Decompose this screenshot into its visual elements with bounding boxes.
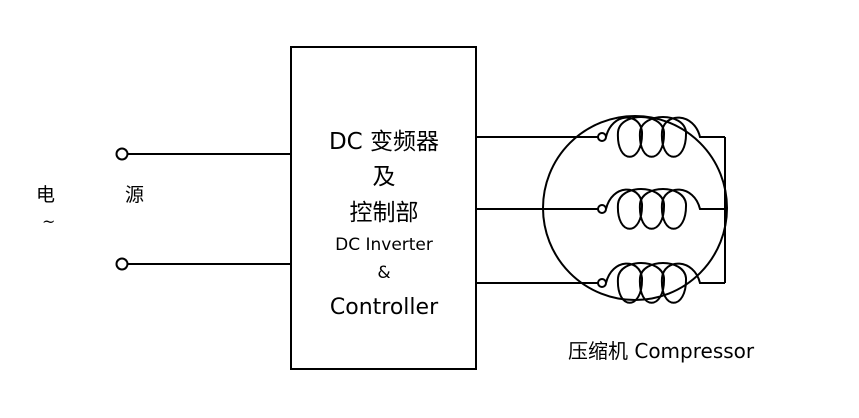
controller-label-cn-line-3: 控制部 bbox=[349, 200, 419, 226]
terminal-top bbox=[115, 147, 129, 161]
winding-coil-2 bbox=[605, 188, 725, 230]
controller-label-cn-line-2: 及 bbox=[372, 164, 396, 190]
controller-label-en-line-1: DC Inverter bbox=[335, 235, 433, 255]
winding-terminal-2 bbox=[597, 204, 607, 214]
compressor-label: 压缩机 Compressor bbox=[568, 339, 755, 363]
ac-symbol: ~ bbox=[42, 212, 56, 231]
winding-terminal-1 bbox=[597, 132, 607, 142]
winding-terminal-3 bbox=[597, 278, 607, 288]
power-label-char-2: 源 bbox=[125, 184, 145, 206]
winding-coil-1 bbox=[605, 116, 725, 158]
controller-label-ampersand: & bbox=[377, 263, 391, 283]
controller-label-en-line-2: Controller bbox=[329, 295, 439, 320]
controller-label-cn-line-1: DC 变频器 bbox=[328, 129, 440, 155]
power-label-char-1: 电 bbox=[36, 184, 56, 206]
terminal-bottom bbox=[115, 257, 129, 271]
winding-coil-3 bbox=[605, 262, 725, 304]
